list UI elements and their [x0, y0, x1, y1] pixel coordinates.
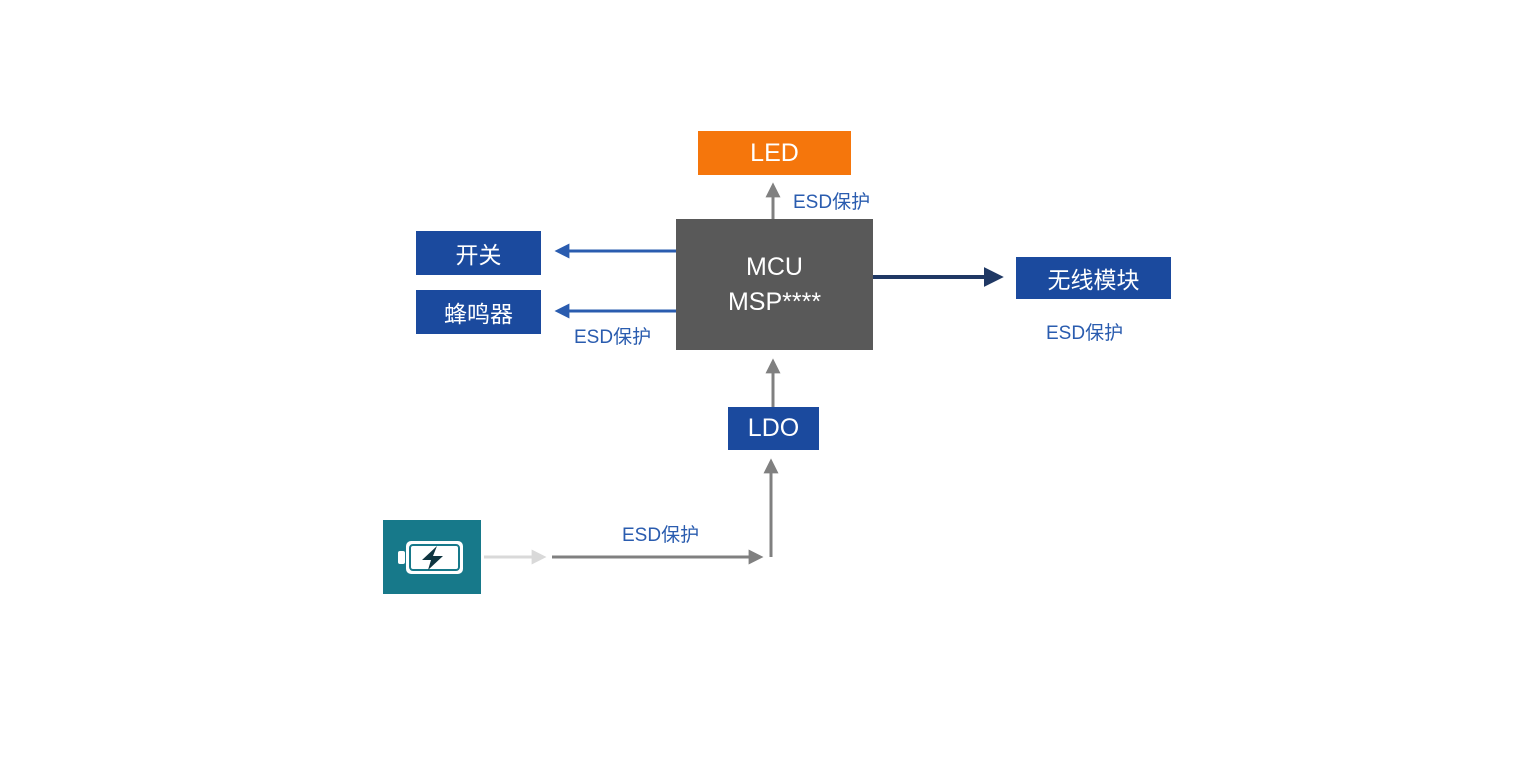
node-mcu: MCU MSP****	[676, 219, 873, 350]
node-buzzer: 蜂鸣器	[416, 290, 541, 334]
node-switch: 开关	[416, 231, 541, 275]
node-led: LED	[698, 131, 851, 175]
mcu-label-line1: MCU	[746, 252, 803, 281]
esd-label-right: ESD保护	[1046, 323, 1124, 344]
esd-label-bottom: ESD保护	[622, 525, 700, 546]
mcu-label-line2: MSP****	[727, 287, 822, 316]
node-wireless-module: 无线模块	[1016, 257, 1171, 299]
battery-icon	[383, 520, 481, 594]
battery-icon-glyph	[398, 541, 463, 574]
esd-label-left: ESD保护	[574, 327, 652, 348]
node-ldo: LDO	[728, 407, 819, 450]
esd-label-top: ESD保护	[793, 192, 871, 213]
